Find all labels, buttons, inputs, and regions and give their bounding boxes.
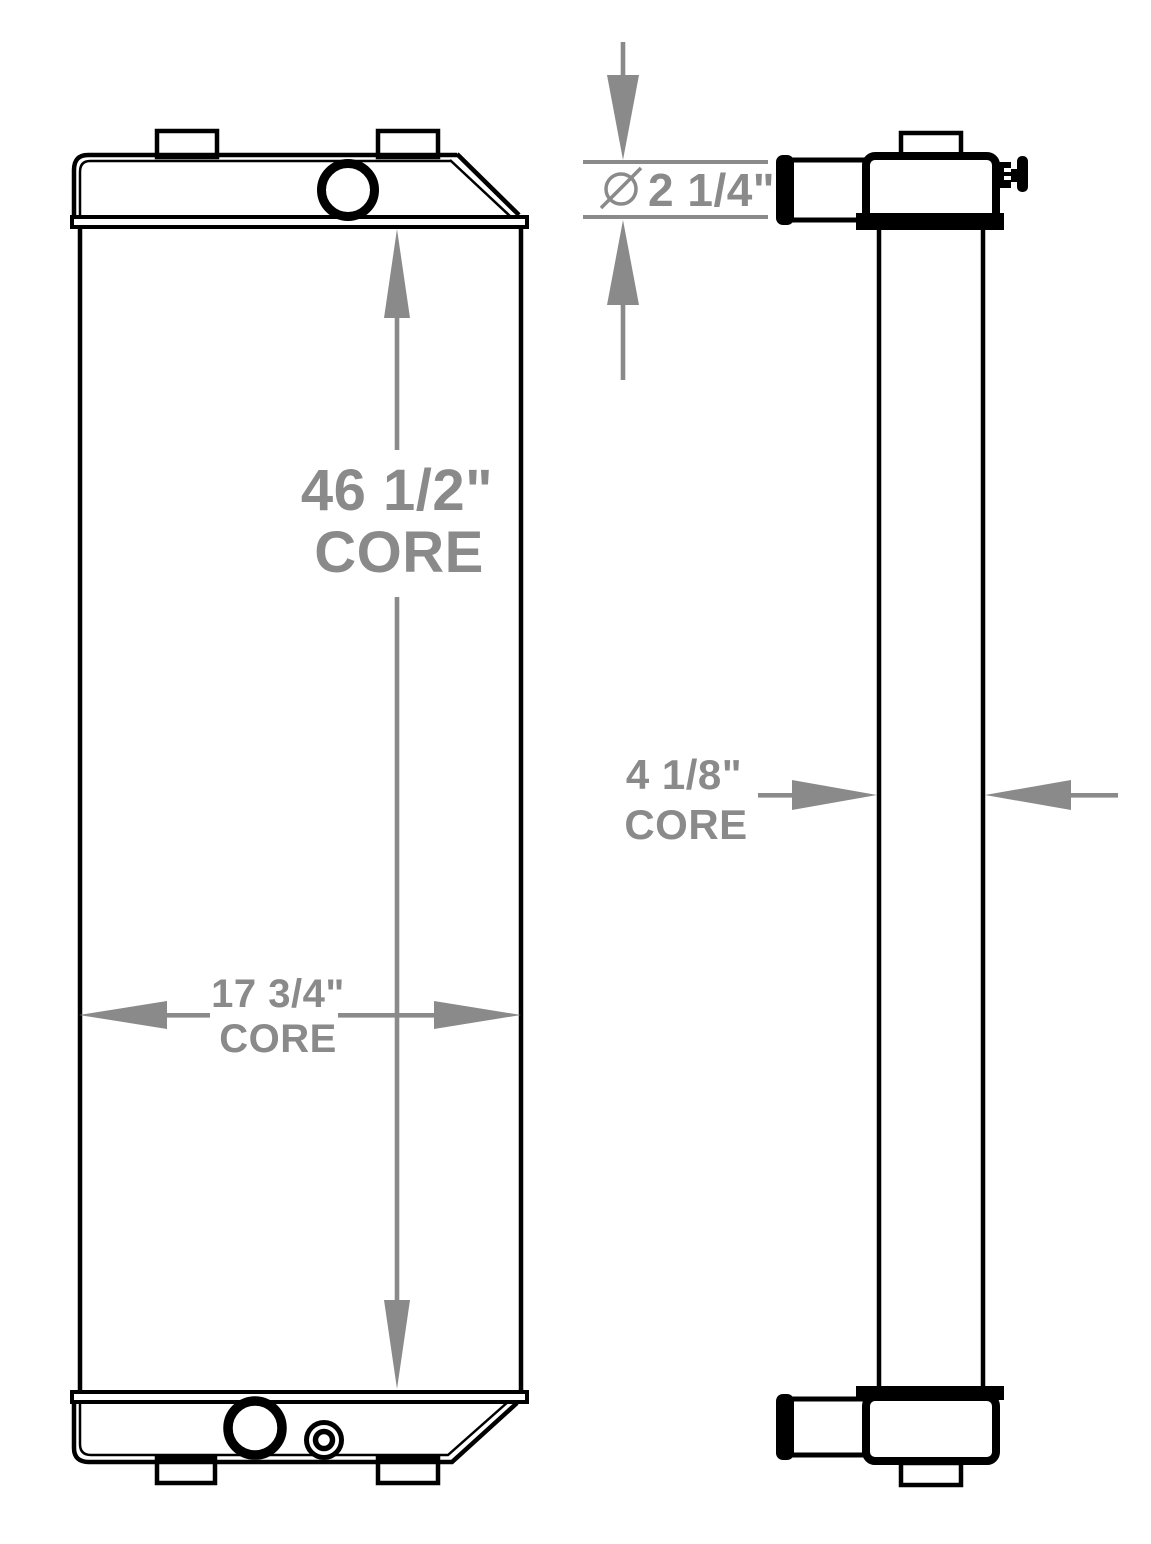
core-height-label: CORE (314, 520, 484, 585)
dim-line-top (620, 42, 626, 80)
arrow-up-icon (384, 229, 410, 318)
front-bottom-tank-band (70, 1390, 529, 1404)
side-bottom-tank-top-flange (856, 1386, 1004, 1400)
dim-line-lower (394, 597, 400, 1306)
arrow-down-icon (384, 1300, 410, 1389)
dim-tube-diameter: 2 1/4" (583, 42, 775, 380)
dim-line-left-tail (758, 793, 800, 798)
core-width-value: 17 3/4" (211, 972, 345, 1016)
extension-line-lower (583, 215, 768, 219)
front-bottom-tank-outline (71, 1401, 519, 1465)
front-view (70, 128, 529, 1486)
side-view (776, 130, 1028, 1488)
arrow-left-icon (985, 780, 1071, 810)
front-top-tank-chamfer (455, 152, 521, 217)
petcock-body (995, 162, 1011, 188)
dim-core-height: 46 1/2" CORE (301, 229, 493, 1389)
side-mounting-tab-bottom (898, 1460, 964, 1488)
dim-line-bottom (620, 298, 626, 380)
front-bottom-tank-inner-line (78, 1400, 510, 1457)
drain-fitting-inner-ring (312, 1428, 336, 1452)
petcock-notch-bottom (1004, 176, 1012, 180)
arrow-up-icon (607, 220, 639, 305)
front-top-tank-outline (71, 152, 457, 217)
petcock-handle (1017, 156, 1028, 192)
front-top-tank-inner-line (78, 159, 451, 217)
dim-line-right-tail (1068, 793, 1118, 798)
arrow-down-icon (607, 75, 639, 160)
core-height-value: 46 1/2" (301, 458, 493, 523)
front-top-tank-chamfer-inner (449, 159, 512, 218)
diameter-symbol-circle (604, 172, 638, 206)
outlet-opening (223, 1396, 287, 1460)
dim-line-right (338, 1013, 438, 1018)
arrow-left-icon (79, 1001, 167, 1029)
side-bottom-tank (862, 1393, 1000, 1465)
petcock-valve (995, 156, 1028, 192)
arrow-right-icon (434, 1001, 521, 1029)
diameter-symbol-icon (599, 166, 643, 210)
outlet-hose-pipe (785, 1396, 869, 1458)
dim-core-width: 17 3/4" CORE (79, 972, 521, 1061)
front-top-tank-band (70, 215, 529, 229)
dimension-annotations: 46 1/2" CORE 17 3/4" CORE 2 1/4" (79, 42, 1118, 1389)
dim-core-depth: 4 1/8" CORE (624, 751, 1118, 848)
arrow-right-icon (792, 780, 877, 810)
dim-line-upper (394, 312, 400, 450)
core-width-label: CORE (219, 1017, 337, 1061)
filler-neck-opening (317, 159, 379, 221)
diameter-symbol-slash (599, 166, 643, 210)
side-top-tank-base-flange (856, 213, 1004, 230)
dim-line-left (162, 1013, 210, 1018)
petcock-notch-top (1004, 168, 1012, 172)
extension-line-upper (583, 160, 768, 164)
outlet-hose-flange (776, 1394, 794, 1460)
inlet-hose-flange (776, 155, 794, 225)
inlet-hose-pipe (785, 157, 871, 223)
core-depth-value: 4 1/8" (626, 751, 742, 798)
core-depth-label: CORE (624, 801, 747, 848)
tube-diameter-value: 2 1/4" (648, 164, 775, 216)
petcock-stem (1011, 169, 1017, 182)
